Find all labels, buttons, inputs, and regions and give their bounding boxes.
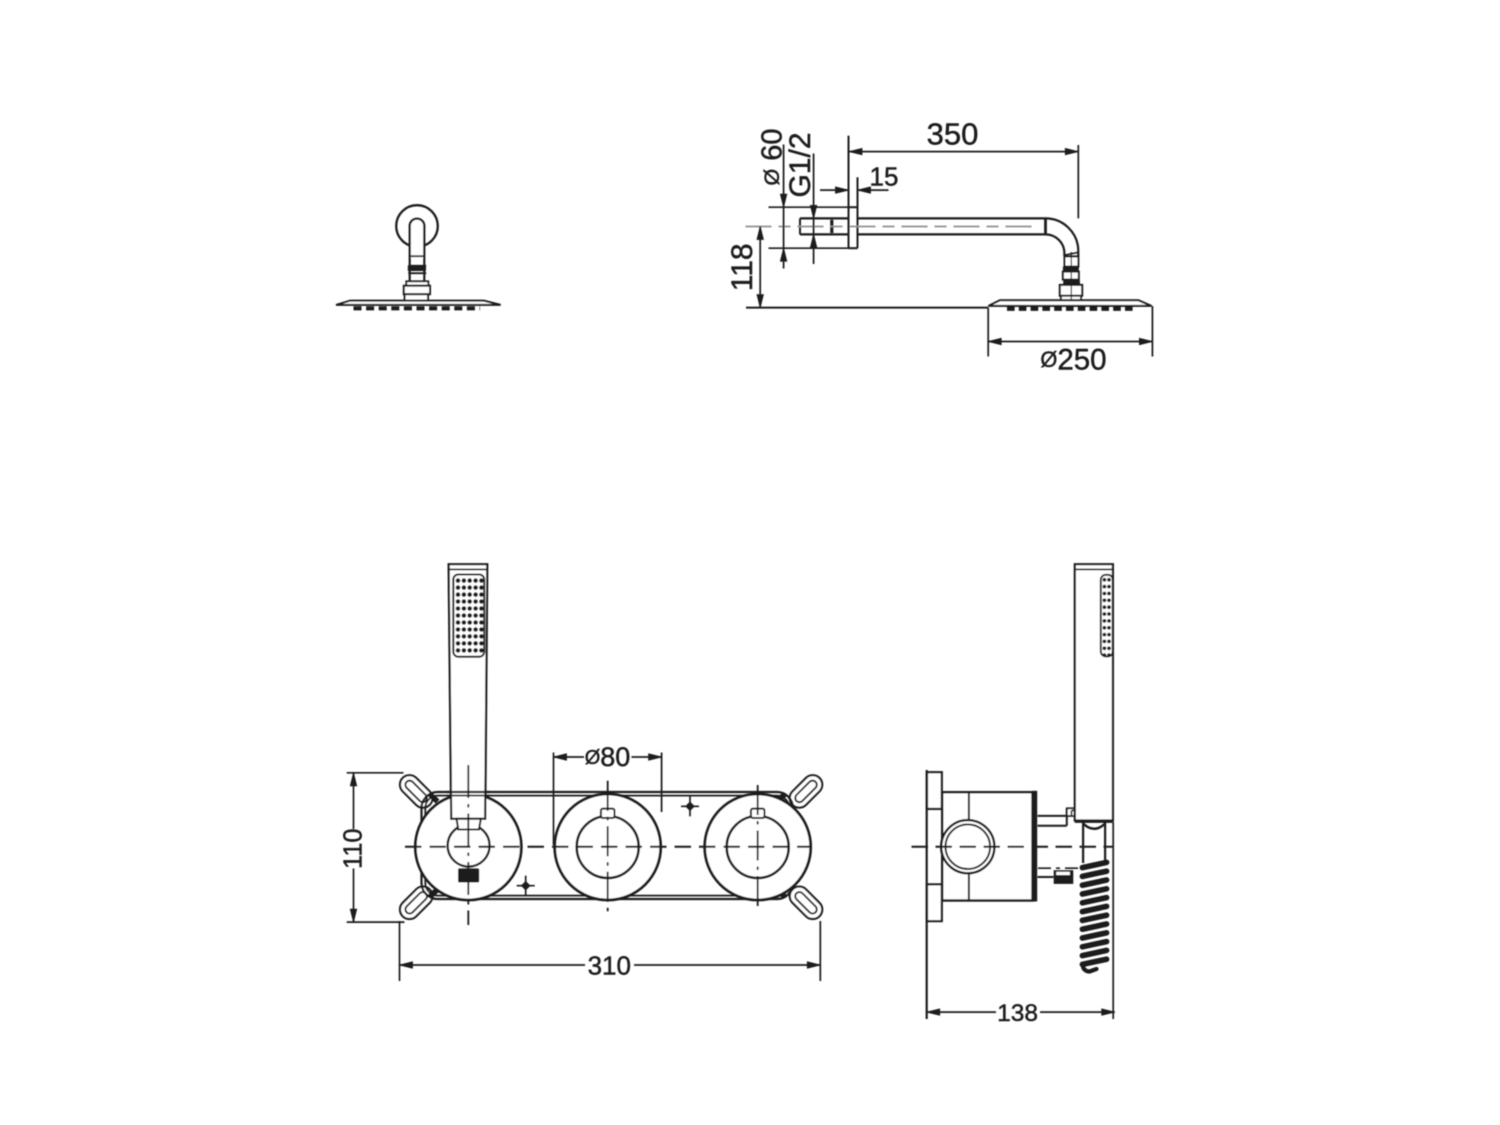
svg-text:138: 138	[997, 1000, 1038, 1027]
svg-text:310: 310	[588, 951, 631, 981]
svg-text:118: 118	[726, 243, 759, 291]
svg-text:Ø​80: Ø​80	[585, 742, 631, 772]
svg-text:Ø​ 60: Ø​ 60	[756, 128, 788, 185]
svg-text:G1/2: G1/2	[784, 132, 817, 197]
svg-text:350: 350	[927, 117, 979, 152]
svg-text:15: 15	[870, 162, 899, 192]
svg-text:Ø​250: Ø​250	[1040, 343, 1106, 376]
svg-text:110: 110	[339, 828, 367, 869]
